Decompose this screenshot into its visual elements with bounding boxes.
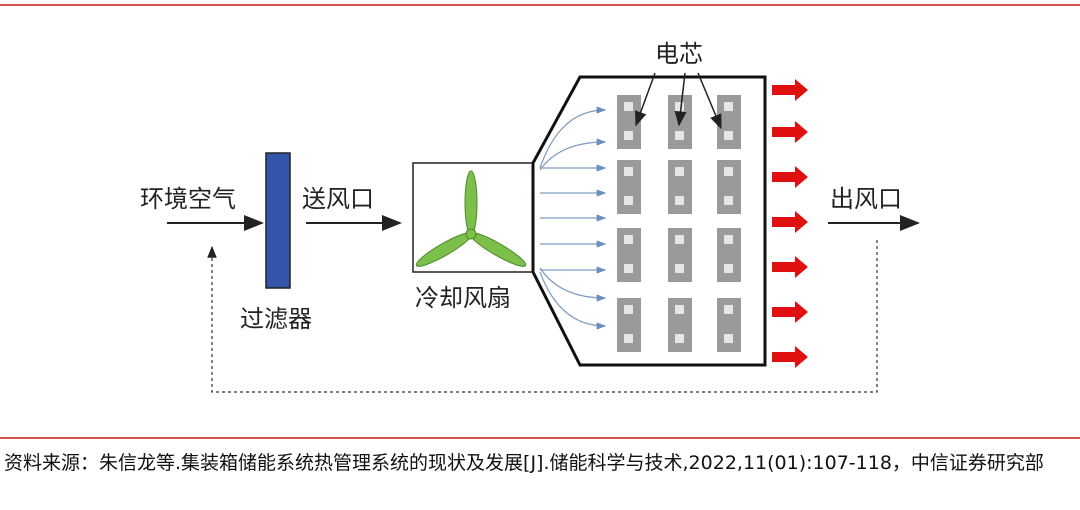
fan-icon: [415, 170, 527, 267]
heat-arrow: [772, 79, 808, 101]
cell-terminal: [675, 131, 684, 140]
airflow-arrow: [539, 106, 607, 169]
supply-vent-label: 送风口: [302, 185, 374, 213]
cell-terminal: [724, 131, 733, 140]
cell-terminal: [624, 235, 633, 244]
battery-cabinet: [531, 75, 767, 367]
exhaust-vent-label: 出风口: [830, 185, 902, 213]
cooling-fan-label: 冷却风扇: [415, 284, 511, 312]
heat-arrow: [772, 301, 808, 323]
airflow-arrows: [539, 106, 607, 330]
cell-terminal: [624, 167, 633, 176]
recirculation-path: [207, 240, 878, 393]
cell-terminal: [624, 334, 633, 343]
cells-label: 电芯: [655, 40, 703, 68]
cell-terminal: [724, 334, 733, 343]
cell-terminal: [724, 102, 733, 111]
cell-terminal: [675, 264, 684, 273]
cell-terminal: [675, 196, 684, 205]
cell-pointer-arrow: [634, 72, 656, 127]
airflow-arrow: [539, 271, 607, 330]
cell-terminal: [624, 131, 633, 140]
heat-arrow: [772, 256, 808, 278]
cell-terminal: [724, 235, 733, 244]
cell-terminal: [624, 102, 633, 111]
cell-terminal: [724, 305, 733, 314]
cell-terminal: [724, 264, 733, 273]
cell-terminal: [675, 235, 684, 244]
cell-pointer-arrow: [697, 72, 722, 130]
heat-exhaust-arrows: [772, 79, 808, 368]
cell-terminal: [675, 334, 684, 343]
cell-terminal: [724, 167, 733, 176]
airflow-arrow: [539, 138, 607, 171]
cell-terminal: [675, 167, 684, 176]
cell-terminal: [724, 196, 733, 205]
heat-arrow: [772, 166, 808, 188]
filter-label: 过滤器: [240, 305, 312, 333]
cell-terminal: [624, 264, 633, 273]
cell-terminal: [675, 102, 684, 111]
cell-terminal: [624, 196, 633, 205]
ambient-air-label: 环境空气: [140, 185, 236, 213]
airflow-arrow: [539, 267, 607, 302]
heat-arrow: [772, 346, 808, 368]
heat-arrow: [772, 211, 808, 233]
cell-pointer-arrow: [674, 72, 687, 127]
filter-block: [265, 152, 291, 289]
cell-terminal: [624, 305, 633, 314]
source-note: 资料来源：朱信龙等.集装箱储能系统热管理系统的现状及发展[J].储能科学与技术,…: [4, 452, 1044, 474]
heat-arrow: [772, 121, 808, 143]
cell-terminal: [675, 305, 684, 314]
